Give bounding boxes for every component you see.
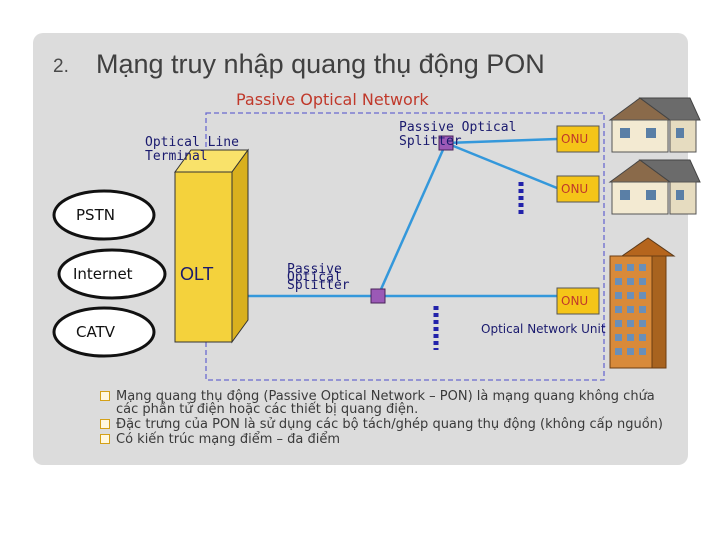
- splitter2-icon: [370, 288, 386, 304]
- bullet-item: Đặc trưng của PON là sử dụng các bộ tách…: [100, 418, 680, 431]
- catv-label: CATV: [76, 323, 115, 341]
- splitter2-label-line3: Splitter: [287, 278, 350, 293]
- internet-label: Internet: [73, 265, 133, 283]
- olt-label: OLT: [180, 264, 214, 284]
- building-icon: [609, 237, 676, 369]
- page-title: Mạng truy nhập quang thụ động PON: [96, 49, 545, 79]
- splitter1-label: Passive Optical Splitter: [399, 121, 516, 149]
- house-icon-1: [608, 97, 701, 153]
- house-icon-2: [608, 159, 701, 215]
- slide-panel: [33, 33, 688, 465]
- onu-box-2: [556, 175, 600, 203]
- pstn-label: PSTN: [76, 206, 115, 224]
- onu-box-1: [556, 125, 600, 153]
- splitter2-label: Passive Optical Splitter: [287, 262, 350, 293]
- bullet-list: Mạng quang thụ động (Passive Optical Net…: [100, 390, 680, 448]
- fiber-splitter2-to-splitter1: [376, 142, 448, 297]
- fiber-lines: [232, 137, 560, 298]
- bullet-text: Đặc trưng của PON là sử dụng các bộ tách…: [116, 417, 663, 432]
- splitter2-label-line1: Passive: [287, 262, 342, 277]
- splitter2-label-line2: Optical: [287, 270, 342, 285]
- bullet-marker-icon: [100, 391, 110, 401]
- pon-boundary: [205, 112, 605, 381]
- bullet-marker-icon: [100, 434, 110, 444]
- onu-label-2: ONU: [561, 182, 589, 196]
- pstn-node: [52, 189, 156, 241]
- onu-description: Optical Network Unit: [481, 322, 606, 336]
- slide-number: 2.: [53, 56, 69, 77]
- bullet-text: Có kiến trúc mạng điểm – đa điểm: [116, 432, 341, 447]
- internet-node: [57, 248, 167, 300]
- bullet-marker-icon: [100, 419, 110, 429]
- fiber-splitter1-to-onu1: [445, 137, 558, 145]
- bullet-text: Mạng quang thụ động (Passive Optical Net…: [116, 389, 655, 417]
- bullet-item: Có kiến trúc mạng điểm – đa điểm: [100, 433, 680, 446]
- olt-terminal-label-line2: Terminal: [145, 149, 208, 164]
- fiber-splitter1-to-onu2: [445, 141, 558, 190]
- catv-node: [52, 306, 156, 358]
- splitter1-icon: [438, 135, 454, 151]
- diagram-subtitle: Passive Optical Network: [236, 90, 429, 109]
- onu-box-3: [556, 287, 600, 315]
- olt-terminal-label-line1: Optical Line: [145, 135, 239, 150]
- onu-label-3: ONU: [561, 294, 589, 308]
- onu-label-1: ONU: [561, 132, 589, 146]
- splitter1-label-line1: Passive Optical: [399, 120, 517, 135]
- splitter1-label-line2: Splitter: [399, 134, 462, 149]
- bullet-item: Mạng quang thụ động (Passive Optical Net…: [100, 390, 680, 416]
- olt-terminal-label: Optical Line Terminal: [145, 136, 239, 164]
- olt-device: [174, 148, 249, 344]
